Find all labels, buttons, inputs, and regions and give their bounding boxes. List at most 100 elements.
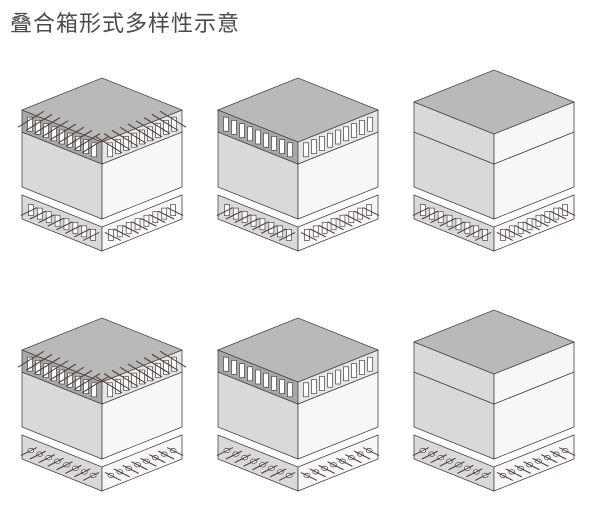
base-rebar	[421, 210, 439, 220]
top-rebar	[81, 376, 109, 394]
slab-slot	[247, 366, 253, 382]
box-top-face	[412, 69, 576, 135]
base-rebar	[336, 457, 353, 467]
base-rebar	[362, 207, 380, 217]
slab-slot	[287, 142, 293, 158]
slab-slot	[247, 126, 253, 142]
base-rebar	[430, 454, 447, 464]
top-rebar	[49, 123, 77, 141]
base-rebar	[216, 447, 234, 457]
box-top-face	[412, 309, 576, 375]
base-rebar	[29, 210, 47, 220]
base-rebar	[345, 214, 362, 224]
box-6	[412, 309, 576, 492]
slab-slot	[327, 132, 333, 148]
top-rebar	[95, 136, 123, 154]
upper-box	[17, 317, 187, 460]
base-rebar	[448, 221, 465, 231]
base-rebar	[56, 461, 73, 471]
slab-slot	[303, 142, 309, 158]
base-rebar	[149, 454, 166, 464]
base-rebar	[523, 461, 540, 471]
base-rebar	[104, 471, 122, 481]
slab-slot	[107, 142, 113, 158]
top-rebar	[65, 129, 93, 147]
base-rebar	[56, 221, 73, 231]
base-rebar	[318, 464, 335, 474]
slab-slot	[163, 120, 169, 135]
top-rebar	[127, 363, 155, 381]
slab-slot	[43, 123, 49, 138]
top-rebar	[73, 373, 101, 391]
top-rebar	[49, 363, 77, 381]
slab-slot	[27, 116, 33, 132]
slab-slot	[51, 366, 57, 382]
top-rebar	[57, 126, 85, 144]
base-rebar	[252, 221, 269, 231]
base-slab	[216, 434, 380, 492]
base-right-face	[493, 434, 575, 492]
base-rebar	[140, 217, 157, 227]
base-rebar	[309, 468, 327, 478]
top-rebar	[143, 357, 171, 375]
slab-slot	[311, 139, 317, 154]
base-rebar	[38, 454, 55, 464]
box-top-face	[20, 317, 184, 383]
box-top-face	[216, 77, 380, 143]
slab-slot	[359, 360, 365, 375]
slab-slot	[231, 120, 237, 135]
box-1	[17, 77, 187, 252]
base-rebar	[234, 454, 251, 464]
slab-slot	[75, 376, 81, 391]
base-rebar	[541, 454, 558, 464]
box-top-face	[216, 317, 380, 383]
slab-slot	[239, 123, 245, 138]
base-rebar	[261, 224, 278, 234]
base-right-face	[297, 434, 379, 492]
slab-slot	[171, 116, 177, 132]
base-rebar	[122, 224, 139, 234]
slab-slot	[131, 372, 137, 388]
base-rebar	[157, 450, 175, 460]
slab-slot	[231, 360, 237, 375]
base-rebar	[65, 224, 82, 234]
base-rebar	[278, 471, 296, 481]
base-rebar	[140, 457, 157, 467]
slab-slot	[59, 129, 65, 145]
top-rebar	[57, 366, 85, 384]
slab-slot	[271, 376, 277, 391]
base-rebar	[439, 457, 456, 467]
base-rebar	[532, 217, 549, 227]
slab-slot	[255, 369, 261, 385]
base-rebar	[465, 468, 483, 478]
base-rebar	[457, 464, 474, 474]
slab-slot	[139, 129, 145, 145]
slab-slot	[367, 356, 373, 372]
base-rebar	[243, 457, 260, 467]
top-rebar	[41, 360, 69, 378]
base-rebar	[558, 447, 576, 457]
top-rebar	[111, 369, 139, 387]
base-rebar	[439, 217, 456, 227]
slab-slot	[35, 120, 41, 135]
base-rebar	[523, 221, 540, 231]
top-rebar	[41, 120, 69, 138]
base-rebar	[65, 464, 82, 474]
slab-slot	[351, 363, 357, 378]
base-rebar	[465, 228, 483, 238]
slab-slot	[359, 120, 365, 135]
slab-slot	[27, 356, 33, 372]
base-rebar	[309, 228, 327, 238]
base-rebar	[29, 450, 47, 460]
slab-slot	[163, 360, 169, 375]
slab-slot	[123, 376, 129, 391]
upper-box	[17, 77, 187, 220]
top-rebar	[73, 133, 101, 151]
slab-slot	[223, 116, 229, 132]
top-rebar	[17, 110, 45, 128]
slab-slot	[263, 372, 269, 388]
upper-box	[216, 77, 380, 220]
base-rebar	[149, 214, 166, 224]
slab-slot	[319, 376, 325, 391]
top-rebar	[119, 366, 147, 384]
